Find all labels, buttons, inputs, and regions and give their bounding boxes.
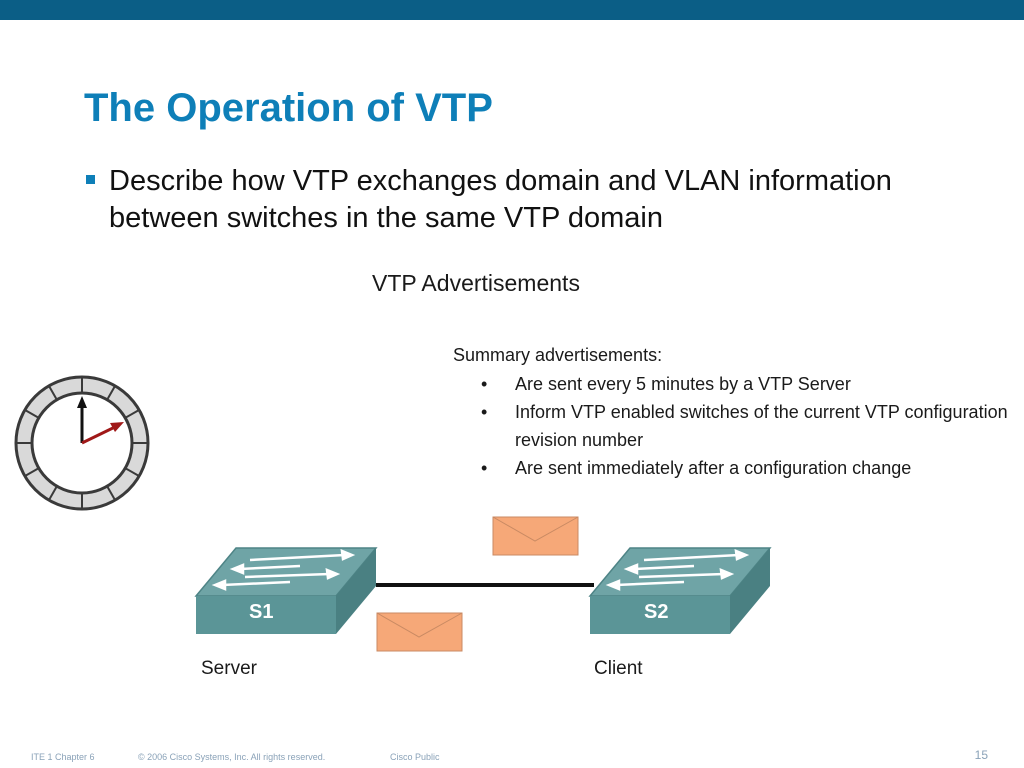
client-label: Client (594, 658, 643, 679)
switch-s2-icon (588, 547, 772, 634)
summary-heading: Summary advertisements: (453, 345, 663, 365)
summary-block: Summary advertisements: Are sent every 5… (453, 343, 1013, 482)
footer-classification: Cisco Public (390, 752, 440, 762)
square-bullet-icon (86, 175, 95, 184)
summary-list: Are sent every 5 minutes by a VTP Server… (453, 370, 1013, 482)
figure-title: VTP Advertisements (372, 270, 580, 296)
footer-copyright: © 2006 Cisco Systems, Inc. All rights re… (138, 752, 326, 762)
summary-item: Are sent immediately after a configurati… (453, 454, 1013, 482)
switch-s2-label: S2 (644, 601, 669, 623)
switch-s1-label: S1 (249, 601, 274, 623)
summary-item: Inform VTP enabled switches of the curre… (453, 398, 1013, 454)
bullet-text: Describe how VTP exchanges domain and VL… (109, 165, 892, 234)
envelope-icon (376, 612, 463, 652)
clock-icon (14, 375, 150, 511)
page-number: 15 (974, 748, 988, 762)
header-bar (0, 0, 1024, 20)
summary-item: Are sent every 5 minutes by a VTP Server (453, 370, 1013, 398)
envelope-icon (492, 516, 579, 556)
footer-course: ITE 1 Chapter 6 (31, 752, 95, 762)
server-label: Server (201, 658, 257, 679)
slide-title: The Operation of VTP (84, 86, 493, 130)
switch-s1-icon (194, 547, 378, 634)
